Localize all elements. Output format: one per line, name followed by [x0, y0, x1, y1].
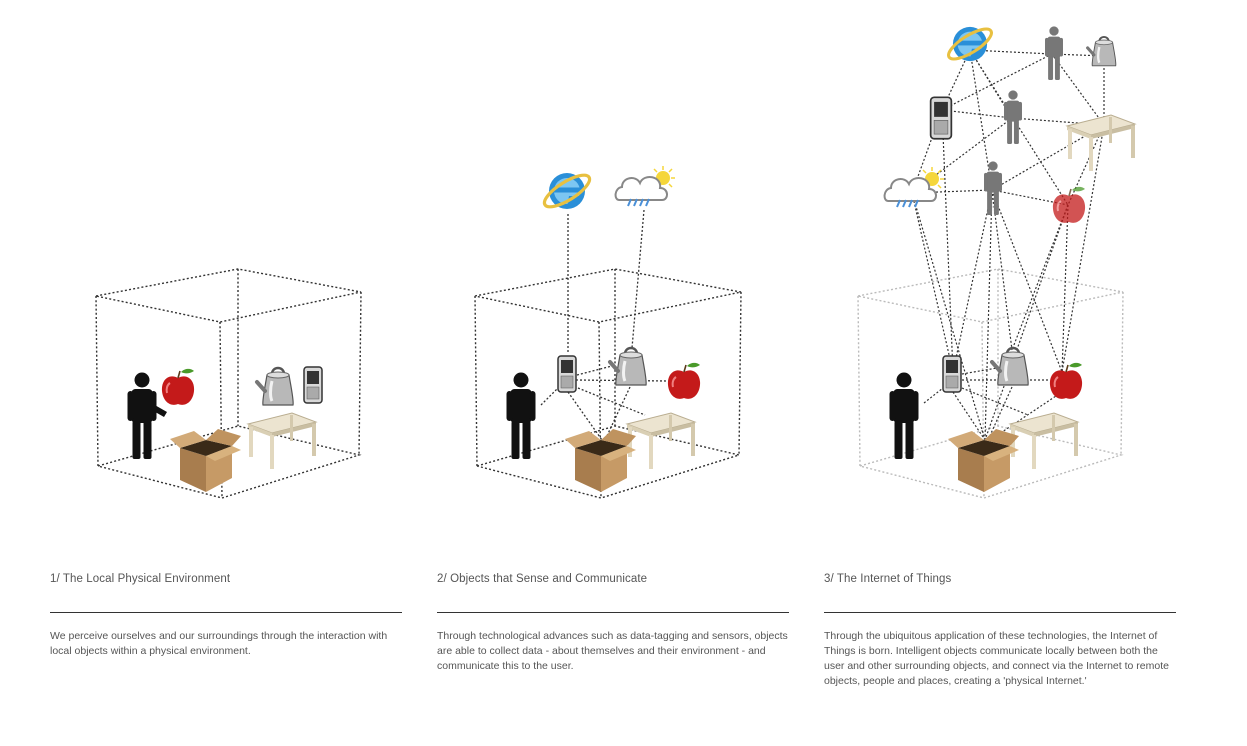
remote-person-icon [984, 161, 1002, 215]
person-icon [127, 372, 167, 459]
remote-apple-icon [1051, 185, 1087, 224]
apple-icon [1048, 361, 1084, 400]
person-icon [506, 372, 536, 459]
iot-diagram [95, 22, 1136, 499]
panel-1-caption: 1/ The Local Physical Environment We per… [50, 570, 402, 659]
connection-lines-2 [540, 209, 669, 441]
cardboard-box-icon [948, 429, 1019, 492]
environment-cube-3 [857, 268, 1124, 499]
remote-person-icon [1004, 90, 1022, 144]
panel-3-title: 3/ The Internet of Things [824, 573, 952, 585]
panel-3-illustration [857, 22, 1136, 499]
kettle-icon [255, 366, 296, 407]
apple-icon [666, 361, 702, 400]
mobile-phone-icon [942, 355, 962, 393]
cardboard-box-icon [170, 429, 241, 492]
panel-2-title: 2/ Objects that Sense and Communicate [437, 573, 648, 585]
table-icon [626, 412, 696, 470]
panel-1-illustration [95, 268, 362, 499]
panel-2-divider [437, 612, 789, 613]
remote-mobile-phone-icon [929, 96, 953, 140]
panel-2-illustration [474, 165, 742, 499]
panel-2-caption: 2/ Objects that Sense and Communicate Th… [437, 570, 789, 674]
panel-3-caption: 3/ The Internet of Things Through the ub… [824, 570, 1176, 689]
remote-person-icon [1045, 26, 1063, 80]
panel-1-divider [50, 612, 402, 613]
table-icon [247, 412, 317, 470]
remote-kettle-icon [1086, 35, 1118, 68]
person-icon [889, 372, 919, 459]
weather-cloud-icon [614, 165, 676, 207]
remote-weather-cloud-icon [883, 166, 945, 208]
internet-explorer-icon [943, 22, 997, 66]
apple-icon [160, 367, 196, 406]
panel-1-description: We perceive ourselves and our surroundin… [50, 630, 388, 657]
table-icon [1009, 412, 1079, 470]
panel-3-description: Through the ubiquitous application of th… [824, 630, 1169, 687]
mobile-phone-icon [303, 366, 323, 404]
remote-table-icon [1066, 114, 1136, 172]
panel-2-description: Through technological advances such as d… [437, 630, 788, 672]
environment-cube-2 [474, 268, 742, 499]
mobile-phone-icon [557, 355, 577, 393]
panel-3-divider [824, 612, 1176, 613]
panel-1-title: 1/ The Local Physical Environment [50, 573, 231, 585]
internet-explorer-icon [538, 167, 596, 215]
